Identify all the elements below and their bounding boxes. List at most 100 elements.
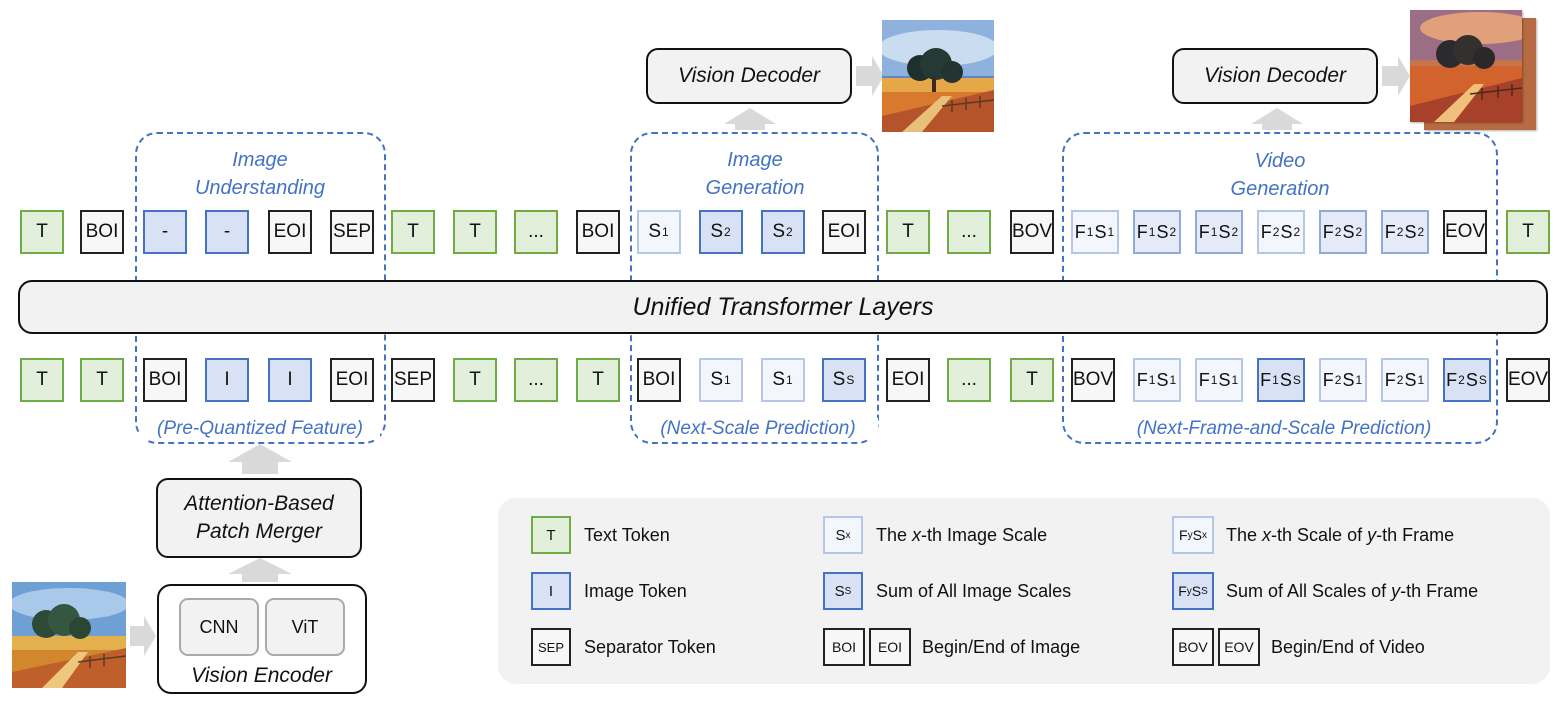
top-token-10: BOI bbox=[576, 210, 620, 254]
arrow-right-encoder bbox=[130, 616, 156, 656]
top-token-24: EOV bbox=[1443, 210, 1487, 254]
arrow-right-right-decoder bbox=[1382, 56, 1410, 96]
legend-frame-sum-glyph-s: S bbox=[1191, 583, 1202, 599]
top-token-15: T bbox=[886, 210, 930, 254]
understanding-footer: (Pre-Quantized Feature) bbox=[140, 418, 380, 440]
arrow-up-right-decoder bbox=[1251, 108, 1303, 130]
legend-image-scale-text-a: The bbox=[876, 525, 913, 545]
bottom-token-25: EOV bbox=[1506, 358, 1550, 402]
top-token-3: - bbox=[143, 210, 187, 254]
legend-frame-scale-glyph-s: S bbox=[1192, 527, 1202, 543]
generated-image-thumbnail bbox=[882, 20, 994, 132]
legend-boi-glyph: BOI bbox=[831, 639, 857, 655]
legend-image-token-glyph: I bbox=[548, 582, 554, 600]
vision-decoder-left: Vision Decoder bbox=[646, 48, 852, 104]
legend-frame-sum-sub-s: S bbox=[1201, 585, 1208, 597]
legend-sum-scales-sub: S bbox=[844, 585, 852, 597]
bottom-token-11: BOI bbox=[637, 358, 681, 402]
region-image-gen-title: Image Generation bbox=[645, 146, 865, 202]
vit-block: ViT bbox=[265, 598, 345, 656]
top-token-1: T bbox=[20, 210, 64, 254]
arrow-up-encoder bbox=[228, 558, 292, 582]
image-gen-footer: (Next-Scale Prediction) bbox=[638, 418, 878, 440]
top-token-8: T bbox=[453, 210, 497, 254]
legend-frame-scale-sub-x: x bbox=[1201, 529, 1207, 541]
top-token-9: ... bbox=[514, 210, 558, 254]
top-token-14: EOI bbox=[822, 210, 866, 254]
generated-video-frame-front bbox=[1410, 10, 1522, 122]
top-token-4: - bbox=[205, 210, 249, 254]
bottom-token-17: T bbox=[1010, 358, 1054, 402]
legend-sep-token-glyph: SEP bbox=[537, 639, 564, 655]
bottom-token-7: SEP bbox=[391, 358, 435, 402]
legend-panel bbox=[498, 498, 1550, 684]
legend-bov-eov-label: Begin/End of Video bbox=[1271, 637, 1425, 657]
vision-encoder-label: Vision Encoder bbox=[191, 664, 332, 687]
legend-sep-token-swatch: SEP bbox=[531, 628, 571, 666]
transformer-label: Unified Transformer Layers bbox=[632, 292, 934, 321]
top-token-7: T bbox=[391, 210, 435, 254]
legend-image-token-swatch: I bbox=[531, 572, 571, 610]
arrow-right-left-decoder bbox=[856, 56, 884, 96]
image-gen-title-line1: Image bbox=[727, 149, 783, 171]
legend-sum-scales-label: Sum of All Image Scales bbox=[876, 581, 1072, 601]
legend-frame-scale-glyph-f: F bbox=[1179, 527, 1188, 543]
legend-eoi-swatch: EOI bbox=[869, 628, 911, 666]
legend-frame-sum-text-y: y bbox=[1391, 581, 1401, 601]
vision-encoder: CNN ViT Vision Encoder bbox=[157, 584, 367, 694]
legend-frame-scale-text-b: -th Scale of bbox=[1271, 525, 1368, 545]
legend-frame-sum-sub-y: y bbox=[1186, 585, 1192, 597]
cnn-block: CNN bbox=[179, 598, 259, 656]
merger-line2: Patch Merger bbox=[195, 520, 323, 543]
vision-decoder-right: Vision Decoder bbox=[1172, 48, 1378, 104]
legend-text-token-swatch: T bbox=[531, 516, 571, 554]
image-gen-title-line2: Generation bbox=[705, 177, 805, 199]
bottom-token-5: I bbox=[268, 358, 312, 402]
legend-frame-sum-text-b: -th Frame bbox=[1400, 581, 1479, 601]
merger-line1: Attention-Based bbox=[184, 492, 334, 515]
legend-image-scale-text-b: -th Image Scale bbox=[921, 525, 1048, 545]
region-video-gen-title: Video Generation bbox=[1170, 147, 1390, 203]
bottom-token-1: T bbox=[20, 358, 64, 402]
legend-text-token-glyph: T bbox=[546, 526, 556, 544]
legend-image-scale-glyph: S bbox=[835, 526, 846, 544]
bottom-token-18: BOV bbox=[1071, 358, 1115, 402]
legend-image-scale-label: The x-th Image Scale bbox=[876, 516, 1047, 554]
legend-eov-glyph: EOV bbox=[1224, 639, 1254, 655]
legend-frame-sum-glyph-f: F bbox=[1178, 583, 1187, 599]
legend-image-token-label: Image Token bbox=[584, 581, 687, 601]
legend-frame-scale-text-a: The bbox=[1226, 525, 1263, 545]
legend-text-token-label: Text Token bbox=[584, 525, 670, 545]
understanding-title-line1: Image bbox=[232, 149, 288, 171]
legend-bov-swatch: BOV bbox=[1172, 628, 1214, 666]
top-token-2: BOI bbox=[80, 210, 124, 254]
bottom-token-4: I bbox=[205, 358, 249, 402]
vision-decoder-left-label: Vision Decoder bbox=[677, 64, 821, 87]
legend-sum-scales-glyph: S bbox=[834, 582, 845, 600]
top-token-17: BOV bbox=[1010, 210, 1054, 254]
legend-eov-swatch: EOV bbox=[1218, 628, 1260, 666]
legend-sep-token-label: Separator Token bbox=[584, 637, 716, 657]
legend-frame-scale-text-c: -th Frame bbox=[1376, 525, 1455, 545]
bottom-token-8: T bbox=[453, 358, 497, 402]
attention-based-patch-merger: Attention-Based Patch Merger bbox=[156, 478, 362, 558]
arrow-up-left-decoder bbox=[724, 108, 776, 130]
understanding-title-line2: Understanding bbox=[194, 177, 326, 199]
bottom-token-2: T bbox=[80, 358, 124, 402]
bottom-token-10: T bbox=[576, 358, 620, 402]
